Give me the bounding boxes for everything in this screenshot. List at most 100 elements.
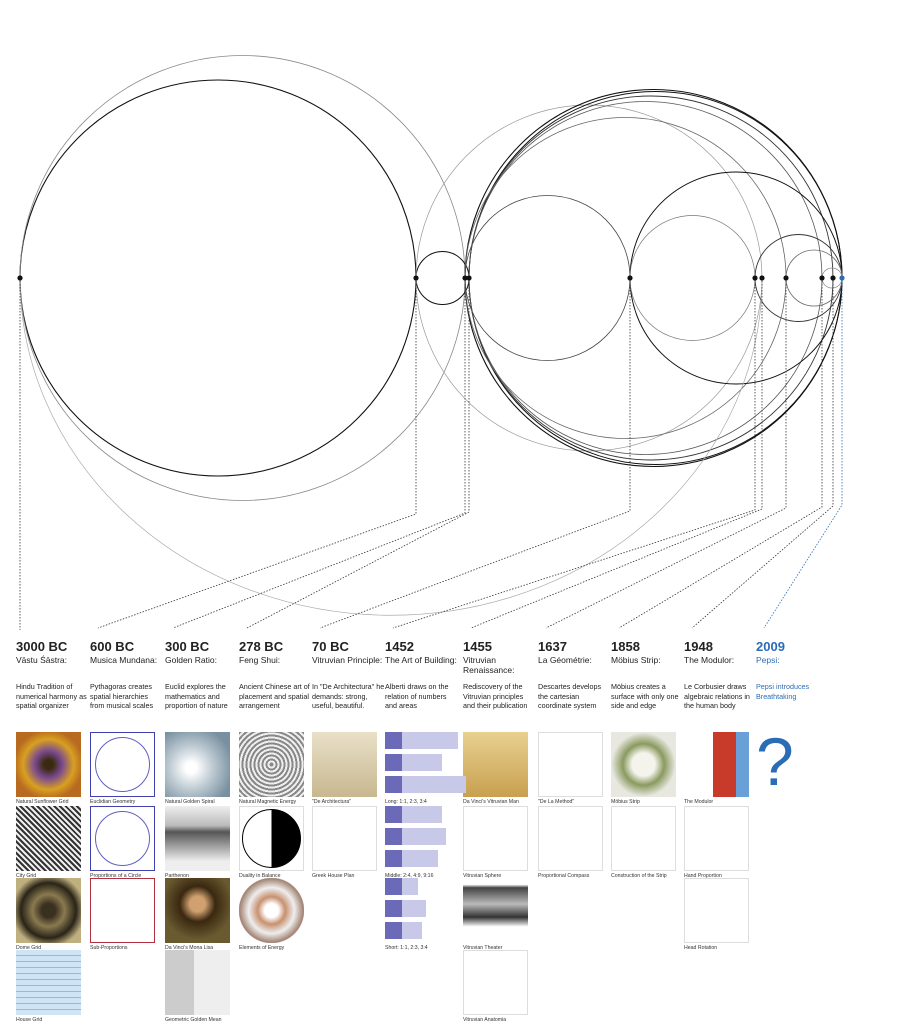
image-caption: Da Vinci's Mona Lisa (165, 945, 214, 951)
ratio-rectangle (402, 732, 458, 749)
image-tile (239, 806, 304, 871)
entry-title: Vitruvian Renaissance: (463, 655, 515, 675)
entry-description: Rediscovery of the Vitruvian principles … (463, 682, 528, 710)
entry-year: 3000 BC (16, 639, 68, 654)
timeline-node (759, 275, 765, 281)
leader-line (319, 278, 631, 629)
image-tile (684, 806, 749, 871)
ratio-rectangle (402, 850, 438, 867)
timeline-entry: 1452 The Art of Building: Alberti draws … (385, 639, 457, 711)
question-mark-icon: ? (756, 724, 794, 800)
image-tile (463, 878, 528, 943)
timeline-node (819, 275, 825, 281)
image-tile (16, 950, 81, 1015)
image-tile (611, 732, 676, 797)
entry-year: 1452 (385, 639, 414, 654)
entry-title: Vitruvian Principle: (312, 655, 383, 665)
arc-circle (629, 171, 843, 385)
timeline-entry: 1858 Möbius Strip: Möbius creates a surf… (611, 640, 683, 711)
image-caption: Vitruvian Theater (463, 945, 503, 951)
timeline-entry: 3000 BC Vāstu Śāstra: Hindu Tradition of… (16, 639, 88, 711)
image-caption: Middle: 2:4, 4:9, 9:16 (385, 873, 434, 879)
entry-description: Pythagoras creates spatial hierarchies f… (90, 682, 154, 710)
entry-title: Feng Shui: (239, 655, 281, 665)
ratio-square (385, 850, 402, 867)
image-caption: Long: 1:1, 2:3, 3:4 (385, 799, 427, 805)
entry-year: 300 BC (165, 639, 210, 654)
image-caption: Duality in Balance (239, 873, 281, 879)
arc-path (19, 277, 763, 616)
timeline-node (839, 275, 845, 281)
ratio-square (385, 806, 402, 823)
ratio-rectangle (402, 900, 426, 917)
image-tile (16, 878, 81, 943)
timeline-node (462, 275, 468, 281)
entry-description: Pepsi introduces Breathtaking (756, 682, 810, 701)
ratio-rectangle (402, 828, 446, 845)
image-caption: Euclidian Geometry (90, 799, 136, 805)
timeline-node (17, 275, 23, 281)
entry-description: Hindu Tradition of numerical harmony as … (16, 682, 87, 710)
leader-line (172, 278, 466, 629)
entry-title: Möbius Strip: (611, 655, 661, 665)
image-caption: Elements of Energy (239, 945, 285, 951)
image-caption: The Modulor (684, 799, 714, 805)
timeline-entry: 600 BC Musica Mundana: Pythagoras create… (90, 640, 162, 711)
image-caption: "De Architectura" (312, 799, 352, 805)
entry-year: 1637 (538, 639, 567, 654)
entry-year: 70 BC (312, 639, 349, 654)
image-caption: Natural Magnetic Energy (239, 799, 297, 805)
arc-circle (19, 79, 417, 477)
timeline-entry: 70 BC Vitruvian Principle: In "De Archit… (312, 639, 384, 711)
entry-description: Alberti draws on the relation of numbers… (385, 682, 449, 710)
image-tile (165, 878, 230, 943)
image-tile (312, 806, 377, 871)
ratio-square (385, 754, 402, 771)
image-tile (165, 732, 230, 797)
image-tile (312, 732, 377, 797)
ratio-square (385, 900, 402, 917)
image-caption: Vitruvian Anatomia (463, 1017, 507, 1023)
leader-line (618, 278, 823, 629)
entry-year: 1455 (463, 639, 492, 654)
image-tile (165, 950, 230, 1015)
image-tile (90, 878, 155, 943)
yin-yang-icon (242, 809, 301, 868)
timeline-node (783, 275, 789, 281)
image-caption: "De La Method" (538, 799, 575, 805)
circle-figure (95, 811, 150, 866)
timeline-entry: 278 BC Feng Shui: Ancient Chinese art of… (239, 639, 311, 711)
image-caption: Short: 1:1, 2:3, 3:4 (385, 945, 428, 951)
image-tile (90, 732, 155, 797)
ratio-rectangle (402, 922, 422, 939)
entry-year: 2009 (756, 639, 785, 654)
entry-year: 278 BC (239, 639, 284, 654)
ratio-rectangle (402, 776, 466, 793)
image-tile (538, 806, 603, 871)
entry-description: Le Corbusier draws algebraic relations i… (684, 682, 750, 710)
arc-circle (464, 117, 787, 439)
entry-title: The Art of Building: (385, 655, 457, 665)
image-caption: Da Vinci's Vitruvian Man (463, 799, 519, 805)
ratio-square (385, 732, 402, 749)
ratio-square (385, 776, 402, 793)
leader-line (246, 278, 470, 629)
ratio-square (385, 922, 402, 939)
image-caption: Proportions of a Circle (90, 873, 142, 879)
ratio-square (385, 878, 402, 895)
entry-description: In "De Architectura" he demands: strong,… (312, 682, 385, 710)
leader-line (545, 278, 787, 629)
image-caption: Hand Proportion (684, 873, 722, 879)
entry-year: 1948 (684, 639, 713, 654)
image-caption: Proportional Compass (538, 873, 590, 879)
timeline-entry: 2009 Pepsi: Pepsi introduces Breathtakin… (756, 639, 828, 701)
image-tile (463, 950, 528, 1015)
entry-title: Pepsi: (756, 655, 780, 665)
image-tile (165, 806, 230, 871)
image-tile (16, 732, 81, 797)
leader-line (470, 278, 763, 629)
image-caption: Greek House Plan (312, 873, 355, 879)
arc-circle (464, 195, 631, 361)
image-tile (463, 732, 528, 797)
